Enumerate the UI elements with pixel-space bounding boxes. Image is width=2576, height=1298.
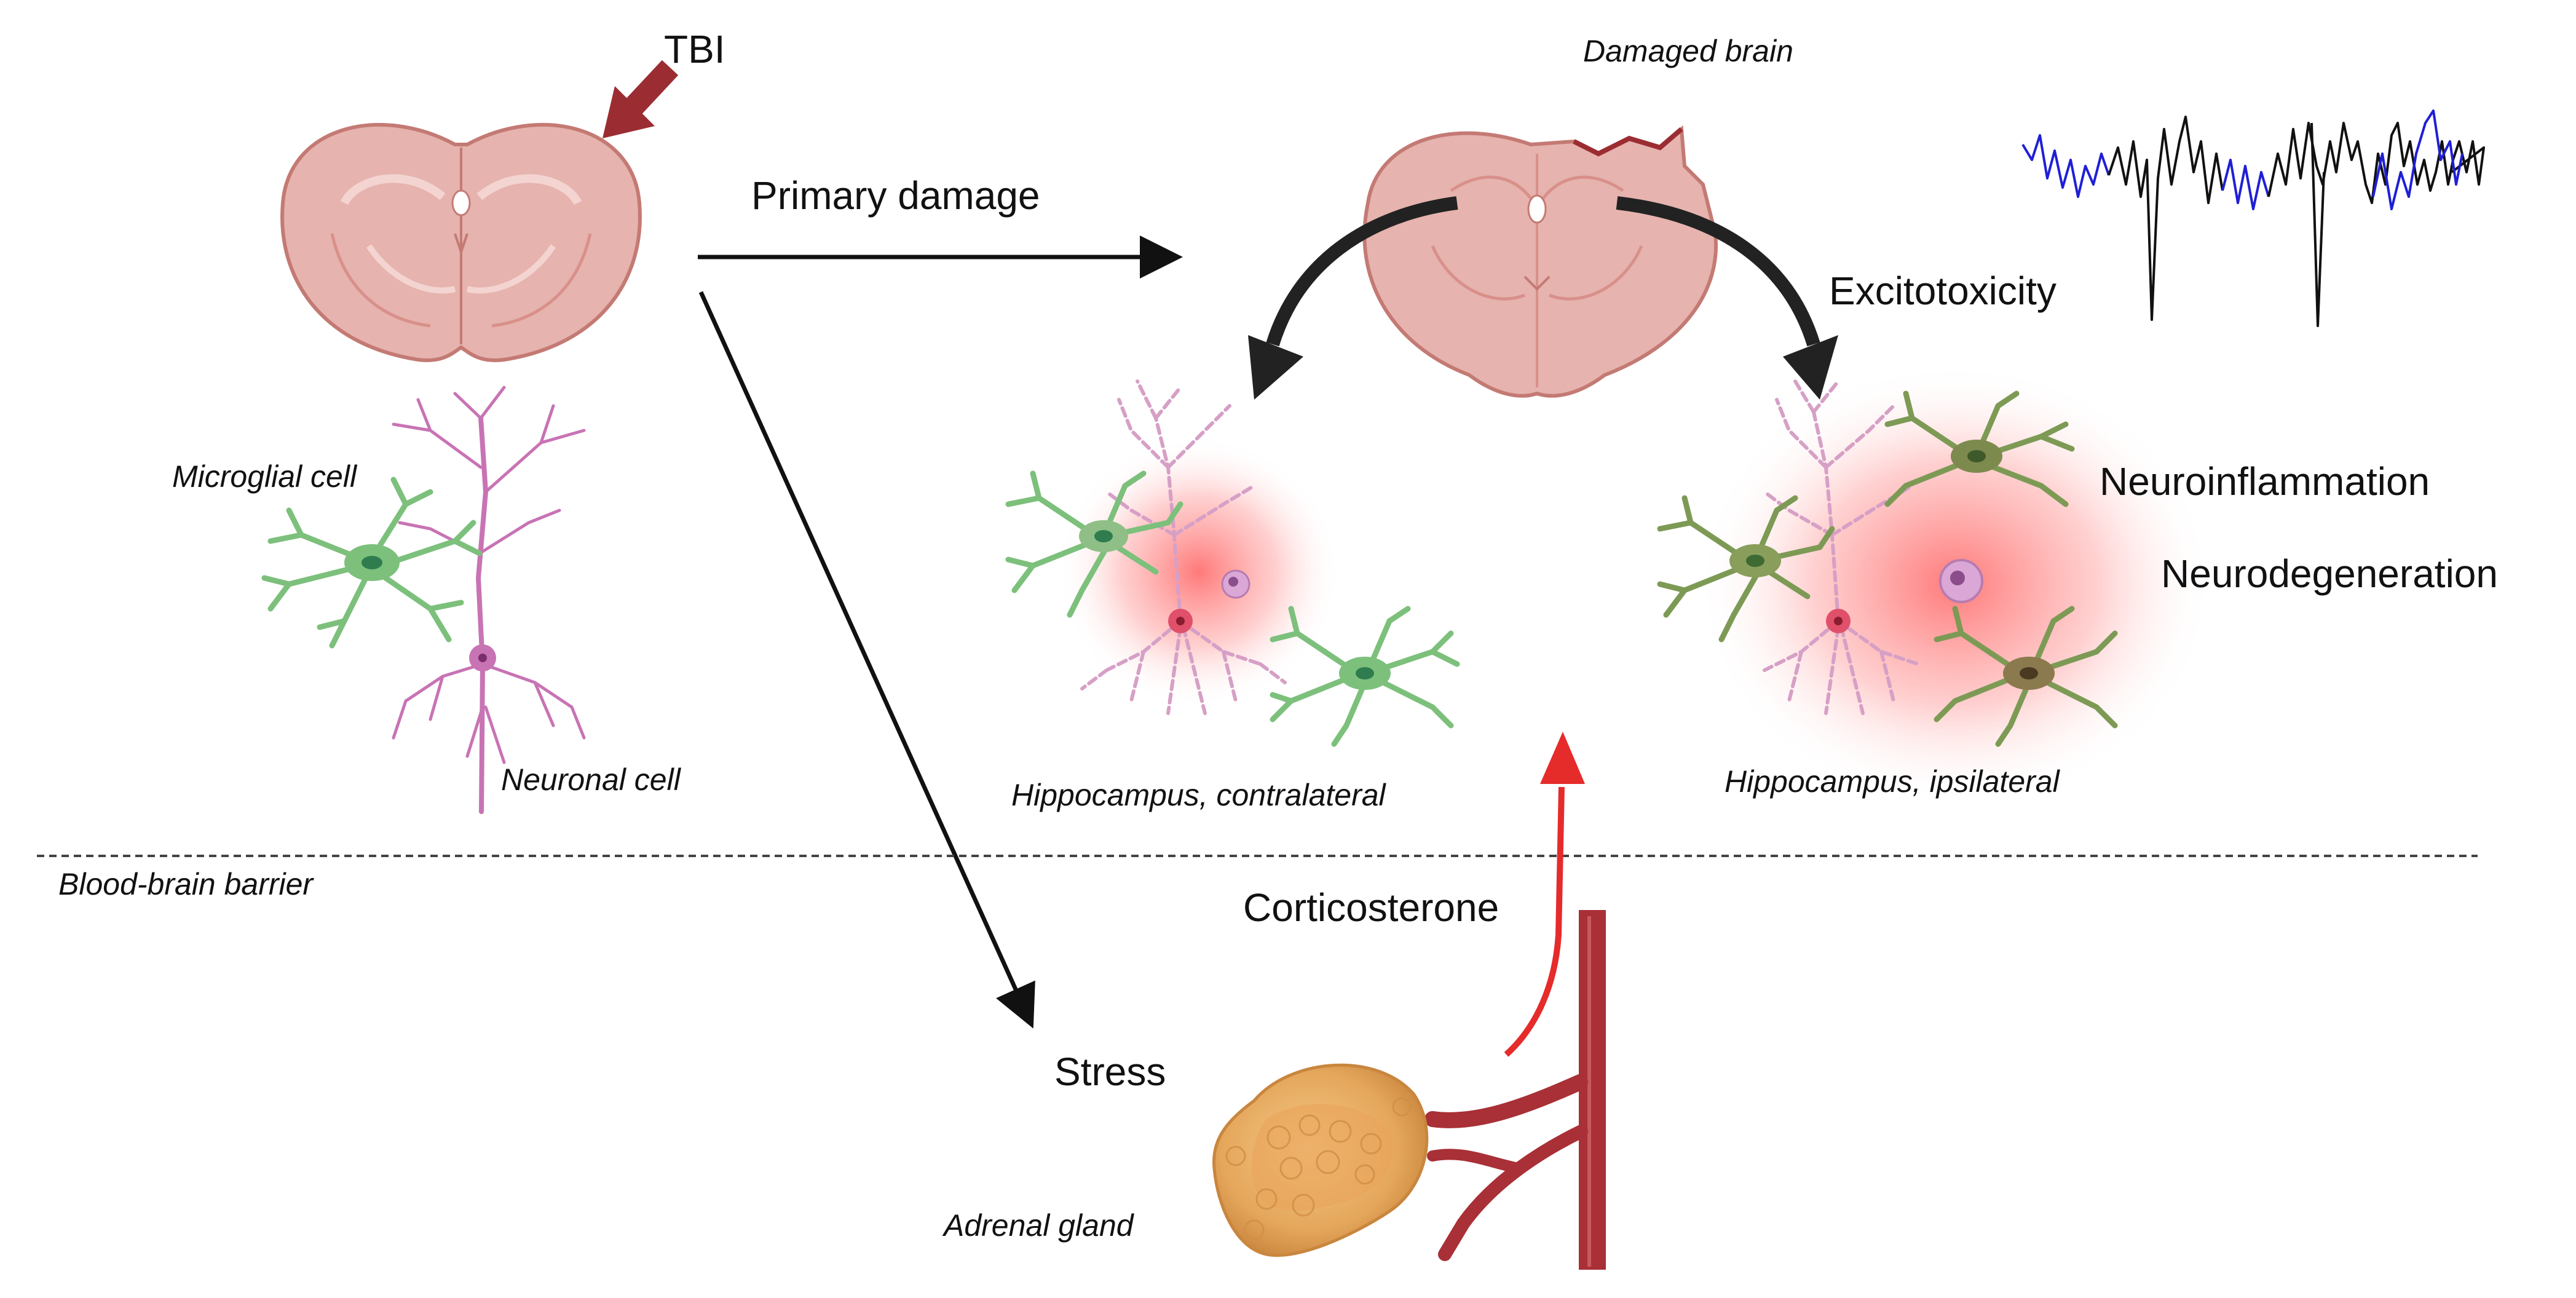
damaged-brain-icon [1362, 125, 1718, 398]
hippocampus-contralateral-label: Hippocampus, contralateral [1011, 778, 1387, 812]
neuronal-cell-label: Neuronal cell [501, 762, 682, 797]
hippocampus-ipsilateral [1657, 363, 2213, 805]
hippocampus-contralateral [1005, 379, 1460, 747]
neuroinflammation-label: Neuroinflammation [2100, 459, 2430, 504]
stress-label: Stress [1054, 1050, 1166, 1094]
corticosterone-arrow [1504, 732, 1585, 1057]
tbi-label: TBI [664, 27, 725, 71]
neurodegeneration-label: Neurodegeneration [2161, 552, 2498, 596]
primary-damage-label: Primary damage [751, 173, 1040, 218]
healthy-brain-icon [280, 122, 642, 362]
stress-arrow [698, 291, 1035, 1029]
eeg-trace [2021, 109, 2485, 327]
damaged-brain-label: Damaged brain [1583, 34, 1793, 68]
microglial-cell-icon [261, 477, 483, 649]
microglial-cell-label: Microglial cell [172, 459, 358, 494]
curved-arrow-left [1248, 196, 1458, 400]
hippocampus-ipsilateral-label: Hippocampus, ipsilateral [1725, 764, 2061, 799]
adrenal-gland-label: Adrenal gland [942, 1208, 1135, 1243]
blood-vessel-icon [1424, 910, 1606, 1270]
corticosterone-label: Corticosterone [1243, 885, 1499, 930]
adrenal-gland-icon [1212, 1063, 1429, 1257]
tbi-impact-arrow [603, 60, 679, 138]
blood-brain-barrier-label: Blood-brain barrier [58, 867, 314, 901]
curved-arrow-right [1616, 196, 1838, 400]
neuronal-cell-icon [392, 386, 586, 814]
excitotoxicity-label: Excitotoxicity [1829, 269, 2056, 313]
